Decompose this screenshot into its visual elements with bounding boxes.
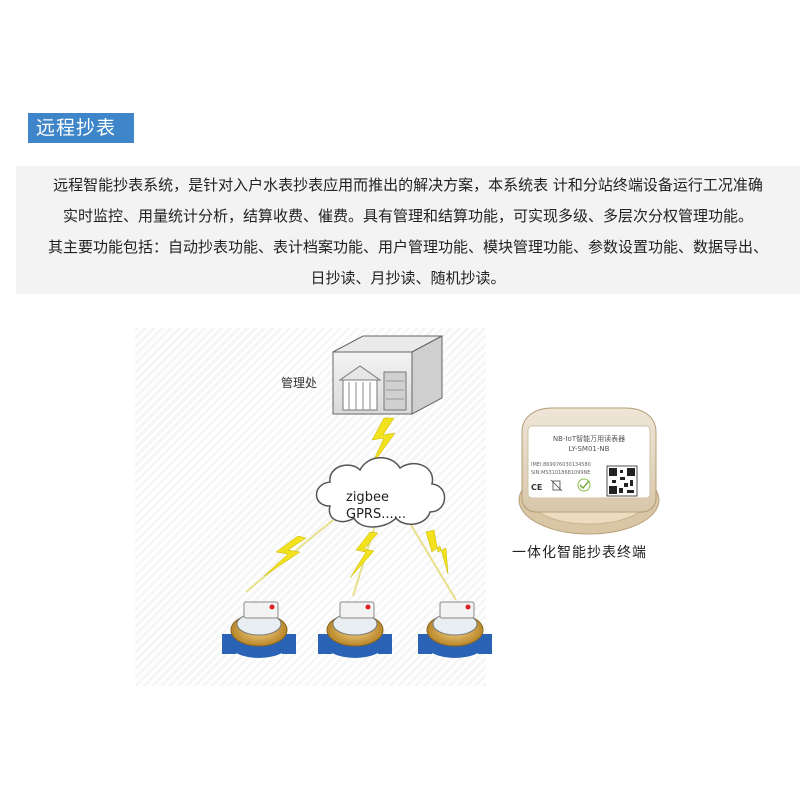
device-label-sn: SIN:MS31018681099NE (531, 470, 590, 476)
protocol-zigbee: zigbee (346, 490, 389, 505)
recycle-bin-icon (550, 479, 563, 492)
device-label-title: NB-IoT智能万用读表器 (553, 434, 625, 443)
office-label: 管理处 (281, 376, 318, 390)
protocol-gprs: GPRS...... (346, 507, 406, 522)
wireless-link-icon (349, 521, 379, 597)
device-caption: 一体化智能抄表终端 (512, 545, 647, 561)
qr-code-icon (606, 465, 638, 497)
device-label-imei: IMEI:869976030134580 (531, 462, 591, 468)
network-protocols: zigbee GPRS...... (346, 489, 406, 523)
device-label-model: LY-SM01-NB (569, 445, 610, 453)
reading-terminal-device: NB-IoT智能万用读表器 LY-SM01-NB IMEI:8699760301… (518, 407, 660, 535)
office-building-icon (332, 335, 443, 415)
wireless-link-icon (245, 519, 334, 593)
intro-line: 其主要功能包括：自动抄表功能、表计档案功能、用户管理功能、模块管理功能、参数设置… (47, 238, 768, 256)
water-meter-icon (222, 601, 296, 658)
section-title: 远程抄表 (28, 113, 135, 143)
intro-line: 日抄读、月抄读、随机抄读。 (310, 269, 506, 287)
ce-mark: CE (531, 483, 542, 492)
intro-line: 实时监控、用量统计分析，结算收费、催费。具有管理和结算功能，可实现多级、多层次分… (62, 207, 753, 225)
intro-line: 远程智能抄表系统，是针对入户水表抄表应用而推出的解决方案，本系统表 计和分站终端… (53, 176, 763, 194)
check-mark-icon (577, 478, 591, 492)
network-cloud-icon (315, 457, 446, 528)
wireless-link-icon (369, 417, 396, 469)
water-meter-icon (418, 601, 492, 658)
intro-paragraph: 远程智能抄表系统，是针对入户水表抄表应用而推出的解决方案，本系统表 计和分站终端… (16, 166, 800, 294)
water-meter-icon (318, 601, 392, 658)
wireless-link-icon (407, 519, 457, 601)
